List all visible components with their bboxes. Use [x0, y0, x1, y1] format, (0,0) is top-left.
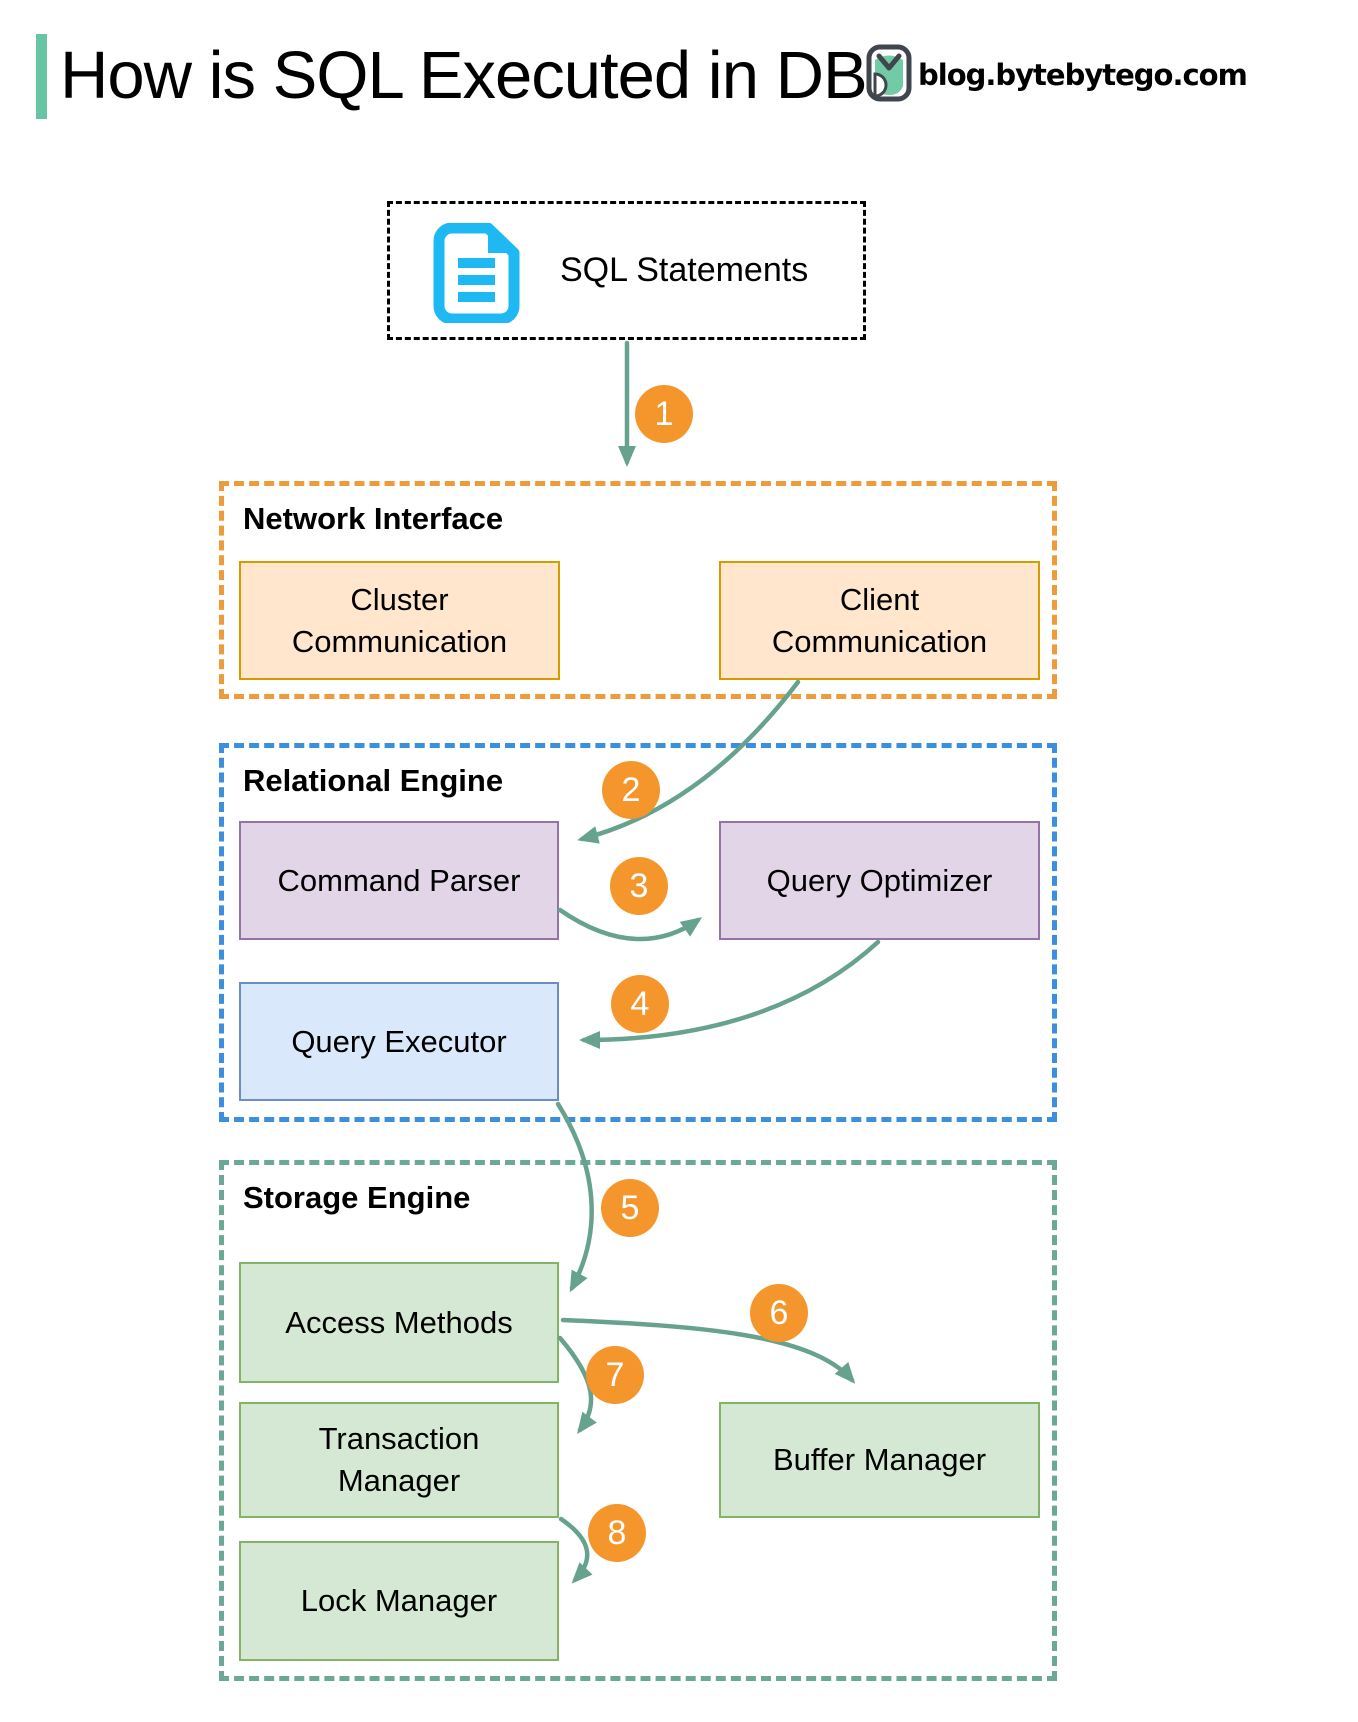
brand-text: blog.bytebytego.com — [918, 58, 1248, 92]
section-storage-engine-label: Storage Engine — [243, 1180, 471, 1215]
step-badge-5: 5 — [601, 1179, 659, 1237]
step-badge-6: 6 — [750, 1284, 808, 1342]
node-query-optimizer: Query Optimizer — [719, 821, 1040, 940]
node-client-communication: Client Communication — [719, 561, 1040, 680]
brand: blog.bytebytego.com — [866, 44, 1248, 107]
title-accent-bar — [36, 34, 47, 119]
sql-statements-label: SQL Statements — [560, 251, 809, 289]
node-lock-manager: Lock Manager — [239, 1541, 559, 1661]
step-badge-2: 2 — [602, 761, 660, 819]
step-badge-3: 3 — [610, 857, 668, 915]
step-badge-8: 8 — [588, 1504, 646, 1562]
sql-statements-box: SQL Statements — [387, 201, 866, 340]
section-network-interface-label: Network Interface — [243, 501, 504, 536]
bytebytego-logo-icon — [866, 44, 912, 107]
node-command-parser: Command Parser — [239, 821, 559, 940]
node-buffer-manager: Buffer Manager — [719, 1402, 1040, 1518]
node-transaction-manager: Transaction Manager — [239, 1402, 559, 1518]
node-cluster-communication: Cluster Communication — [239, 561, 560, 680]
section-relational-engine-label: Relational Engine — [243, 763, 504, 798]
node-access-methods: Access Methods — [239, 1262, 559, 1383]
page-title: How is SQL Executed in DB? — [60, 38, 904, 113]
document-icon — [428, 222, 524, 325]
step-badge-4: 4 — [611, 975, 669, 1033]
section-storage-engine: Storage Engine — [219, 1160, 1057, 1681]
step-badge-1: 1 — [635, 385, 693, 443]
node-query-executor: Query Executor — [239, 982, 559, 1101]
step-badge-7: 7 — [586, 1346, 644, 1404]
